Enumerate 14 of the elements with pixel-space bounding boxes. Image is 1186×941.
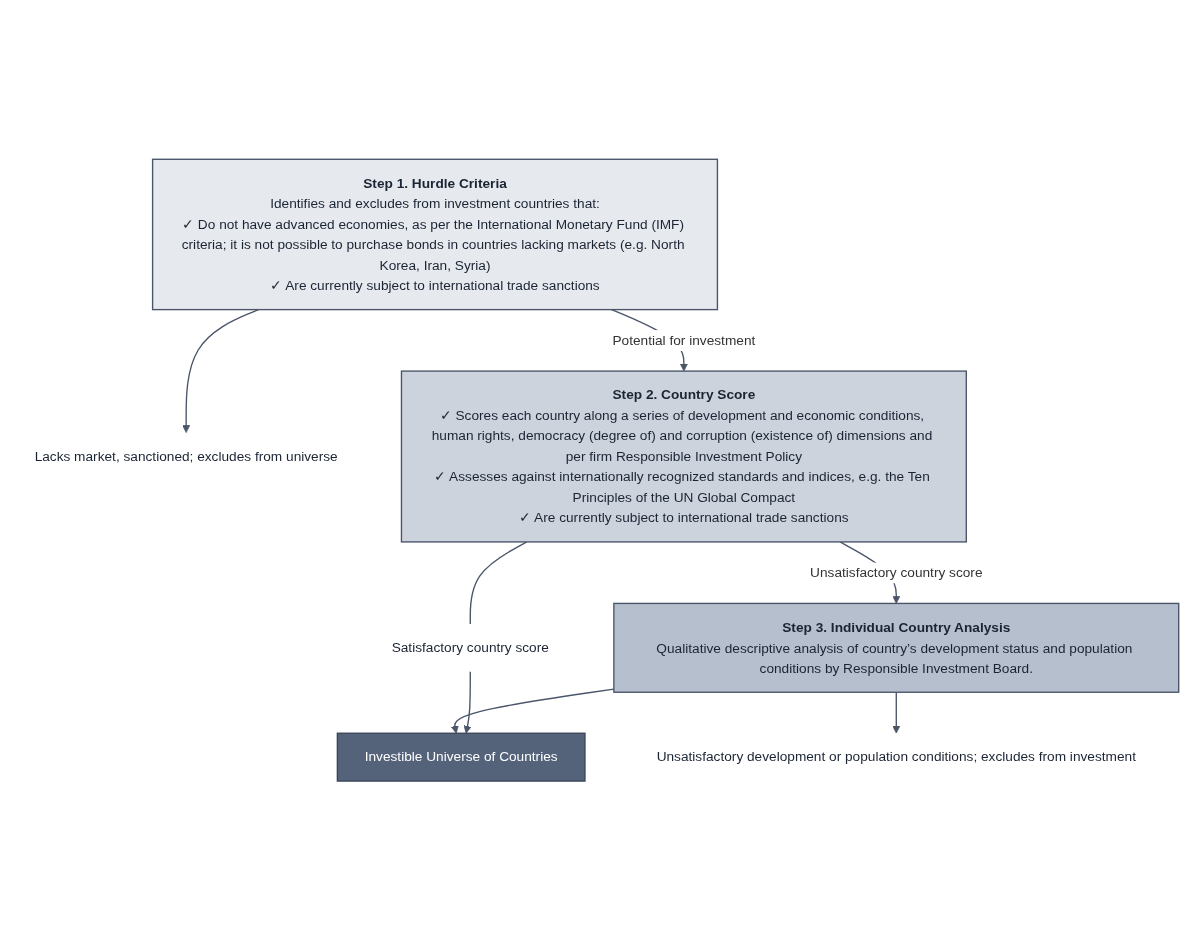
arrow <box>892 691 901 734</box>
edge-label: Potential for investment <box>612 332 756 348</box>
connector <box>469 541 528 625</box>
node-box: Step 1. Hurdle Criteria Identifies and excludes from investment countries that: ✓ Do not have advanced economies, as per the International Monetary Fund (IMF) criteria; it is not possible to purchase bonds in countries lacking markets (e.g. North Korea, Iran, Syria) ✓ Are currently subject to international trade sanctions <box>151 158 719 311</box>
node-text: Satisfactory country score <box>391 639 549 656</box>
arrow <box>463 671 472 734</box>
edge-label: Unsatisfactory country score <box>810 564 983 581</box>
arrow <box>450 688 615 734</box>
node-box: Step 2. Country Score ✓ Scores each country along a series of development and economic conditions, human rights, democracy (degree of) and corruption (existence of) dimensions and per firm Responsible Investment Policy ✓ Assesses against internationally recognized standards and indices, e.g. the Ten Principles of the UN Global Compact ✓ Are currently subject to international trade sanctions <box>400 370 967 543</box>
node-box: Step 3. Individual Country Analysis Qualitative descriptive analysis of country’s development status and population conditions by Responsible Investment Board. <box>613 603 1180 694</box>
node-box: Investible Universe of Countries <box>336 732 586 783</box>
arrow <box>182 309 260 434</box>
node-text: Unsatisfactory development or population conditions; excludes from investment <box>656 749 1136 765</box>
node-text: Lacks market, sanctioned; excludes from universe <box>34 448 338 464</box>
